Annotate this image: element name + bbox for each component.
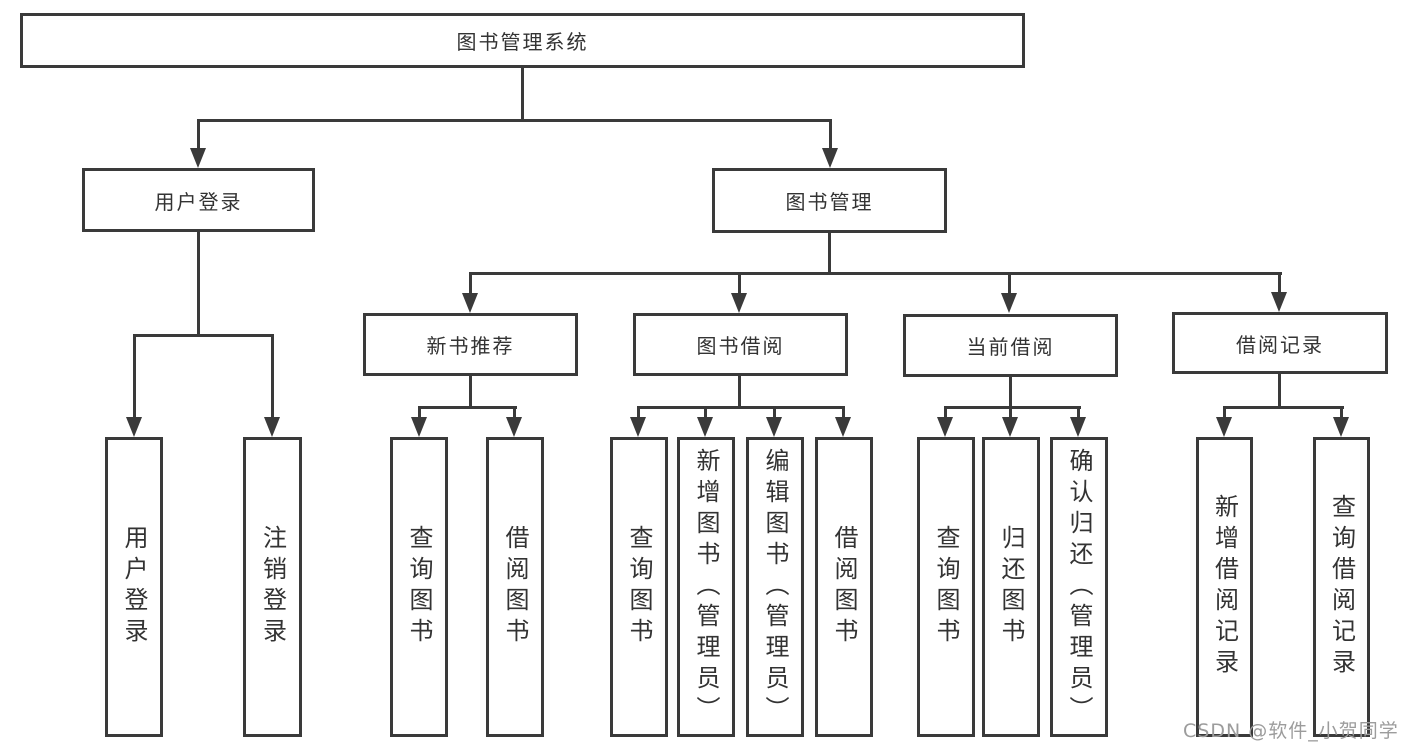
node-root-label: 图书管理系统 <box>456 30 589 54</box>
leaf-br-query-record-label: 查询借阅记录 <box>1327 494 1356 680</box>
leaf-bb-query-books: 查询图书 <box>610 437 668 737</box>
connector-book-borrow-stem <box>738 376 741 409</box>
arrowhead-cb-return <box>1002 417 1018 437</box>
csdn-watermark: CSDN @软件_小贺同学 <box>1183 720 1399 742</box>
leaf-nb-query-books: 查询图书 <box>390 437 448 737</box>
leaf-logout: 注销登录 <box>243 437 302 737</box>
node-borrow-record-label: 借阅记录 <box>1236 332 1324 357</box>
arrowhead-nb-query <box>411 417 427 437</box>
connector-groups-crossbar <box>469 272 1282 275</box>
connector-drop-user-login <box>197 119 200 150</box>
connector-drop-cb-query <box>944 406 947 419</box>
connector-borrow-record-stem <box>1278 374 1281 409</box>
node-user-login: 用户登录 <box>82 168 315 232</box>
arrowhead-br-add <box>1216 417 1232 437</box>
leaf-bb-borrow-books-label: 借阅图书 <box>830 525 858 649</box>
arrowhead-bb-borrow <box>835 417 851 437</box>
leaf-cb-confirm-return-admin: 确认归还（管理员） <box>1050 437 1108 737</box>
connector-drop-cb-confirm <box>1077 406 1080 419</box>
arrowhead-nb-borrow <box>506 417 522 437</box>
leaf-nb-query-books-label: 查询图书 <box>405 525 433 649</box>
connector-drop-br-add <box>1223 406 1226 419</box>
leaf-cb-query-books: 查询图书 <box>917 437 975 737</box>
leaf-br-add-record: 新增借阅记录 <box>1196 437 1253 737</box>
arrowhead-user-login <box>190 148 206 168</box>
arrowhead-book-mgmt <box>822 148 838 168</box>
arrowhead-borrow-record <box>1271 292 1287 312</box>
node-new-book-rec: 新书推荐 <box>363 313 578 376</box>
node-current-borrow-label: 当前借阅 <box>966 335 1055 359</box>
connector-root-stem <box>521 68 524 120</box>
connector-drop-leaf-login <box>133 334 136 419</box>
leaf-bb-edit-books-admin-label: 编辑图书（管理员） <box>761 447 789 727</box>
connector-drop-book-mgmt <box>829 119 832 150</box>
leaf-user-login-label: 用户登录 <box>120 525 148 649</box>
connector-drop-bb-edit <box>773 406 776 419</box>
connector-book-borrow-crossbar <box>637 406 845 409</box>
leaf-bb-add-books-admin: 新增图书（管理员） <box>677 437 735 737</box>
leaf-nb-borrow-books-label: 借阅图书 <box>501 525 529 649</box>
leaf-cb-return-books: 归还图书 <box>982 437 1040 737</box>
connector-user-login-stem <box>197 232 200 336</box>
connector-book-mgmt-stem <box>828 233 831 275</box>
connector-drop-nb-borrow <box>513 406 516 419</box>
connector-borrow-record-crossbar <box>1223 406 1344 409</box>
node-current-borrow: 当前借阅 <box>903 314 1118 377</box>
arrowhead-cb-query <box>937 417 953 437</box>
leaf-bb-borrow-books: 借阅图书 <box>815 437 873 737</box>
node-book-borrow: 图书借阅 <box>633 313 848 376</box>
arrowhead-book-borrow <box>731 293 747 313</box>
connector-drop-cb-return <box>1009 406 1012 419</box>
connector-drop-bb-borrow <box>842 406 845 419</box>
node-book-mgmt: 图书管理 <box>712 168 947 233</box>
arrowhead-leaf-logout <box>264 417 280 437</box>
connector-new-book-stem <box>469 376 472 409</box>
connector-current-borrow-crossbar <box>944 406 1081 409</box>
leaf-bb-add-books-admin-label: 新增图书（管理员） <box>692 447 720 727</box>
leaf-bb-edit-books-admin: 编辑图书（管理员） <box>746 437 804 737</box>
leaf-cb-return-books-label: 归还图书 <box>997 525 1025 649</box>
connector-drop-leaf-logout <box>271 334 274 419</box>
arrowhead-bb-add <box>697 417 713 437</box>
leaf-bb-query-books-label: 查询图书 <box>625 525 653 649</box>
node-book-borrow-label: 图书借阅 <box>696 334 785 358</box>
arrowhead-bb-query <box>630 417 646 437</box>
leaf-cb-query-books-label: 查询图书 <box>932 525 960 649</box>
leaf-nb-borrow-books: 借阅图书 <box>486 437 544 737</box>
connector-drop-new-book <box>469 272 472 295</box>
node-user-login-label: 用户登录 <box>154 189 243 214</box>
leaf-br-add-record-label: 新增借阅记录 <box>1210 494 1239 680</box>
connector-level1-crossbar <box>197 119 832 122</box>
arrowhead-bb-edit <box>766 417 782 437</box>
connector-drop-current-borrow <box>1008 272 1011 295</box>
node-borrow-record: 借阅记录 <box>1172 312 1388 374</box>
connector-drop-bb-query <box>637 406 640 419</box>
connector-drop-bb-add <box>704 406 707 419</box>
node-book-mgmt-label: 图书管理 <box>785 190 874 214</box>
connector-current-borrow-stem <box>1009 377 1012 409</box>
connector-drop-borrow-record <box>1278 272 1281 294</box>
arrowhead-br-query <box>1333 417 1349 437</box>
arrowhead-new-book <box>462 293 478 313</box>
connector-new-book-crossbar <box>418 406 517 409</box>
connector-drop-br-query <box>1340 406 1343 419</box>
connector-drop-book-borrow <box>738 272 741 295</box>
leaf-br-query-record: 查询借阅记录 <box>1313 437 1370 737</box>
connector-user-login-crossbar <box>133 334 274 337</box>
leaf-user-login: 用户登录 <box>105 437 163 737</box>
leaf-logout-label: 注销登录 <box>258 525 287 649</box>
node-root-library-system: 图书管理系统 <box>20 13 1025 68</box>
connector-drop-nb-query <box>418 406 421 419</box>
arrowhead-cb-confirm <box>1070 417 1086 437</box>
arrowhead-leaf-login <box>126 417 142 437</box>
arrowhead-current-borrow <box>1001 293 1017 313</box>
leaf-cb-confirm-return-admin-label: 确认归还（管理员） <box>1065 447 1093 727</box>
node-new-book-rec-label: 新书推荐 <box>426 334 515 358</box>
